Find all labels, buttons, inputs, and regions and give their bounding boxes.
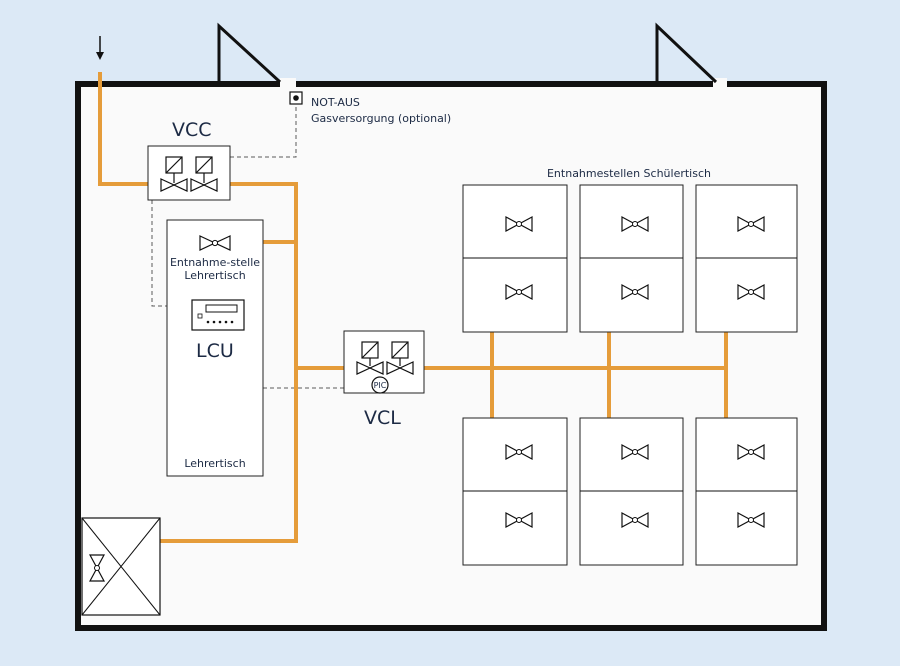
student-outlet-valve-icon: [505, 215, 533, 233]
vcl-solenoid-valves: [356, 341, 414, 394]
gas-cabinet-icon: [81, 517, 161, 616]
student-outlet-valve-icon: [505, 443, 533, 461]
vcc-label: VCC: [172, 119, 212, 141]
student-outlet-valve-icon: [621, 215, 649, 233]
teacher-outlet-valve-icon: [199, 235, 231, 251]
supply-arrow-icon: [96, 36, 104, 60]
vcc-solenoid-valves: [160, 156, 218, 192]
vcl-label: VCL: [364, 407, 401, 429]
student-outlet-valve-icon: [505, 511, 533, 529]
student-outlet-valve-icon: [737, 511, 765, 529]
cabinet-valve-icon: [88, 554, 106, 582]
student-outlet-valve-icon: [737, 443, 765, 461]
emergency-stop-label: NOT-AUS: [311, 96, 360, 109]
lcu-label: LCU: [196, 340, 234, 362]
room-door-gap: [280, 78, 296, 90]
teacher-outlet-label-1: Entnahme-stelle: [170, 256, 260, 269]
student-outlets-label: Entnahmestellen Schülertisch: [547, 167, 711, 180]
student-outlet-valve-icon: [621, 443, 649, 461]
student-outlet-valve-icon: [737, 283, 765, 301]
student-tables-bottom: [462, 417, 798, 566]
student-outlet-valve-icon: [621, 511, 649, 529]
pic-label: PIC: [374, 381, 387, 390]
door-swing-left: [217, 22, 282, 84]
emergency-stop-button-icon: [289, 91, 303, 105]
student-outlet-valve-icon: [505, 283, 533, 301]
teacher-table: [166, 219, 264, 477]
teacher-table-label: Lehrertisch: [184, 457, 245, 470]
gas-supply-label: Gasversorgung (optional): [311, 112, 451, 125]
student-outlet-valve-icon: [621, 283, 649, 301]
student-outlet-valve-icon: [737, 215, 765, 233]
teacher-outlet-label-2: Lehrertisch: [184, 269, 245, 282]
door-swing-right: [655, 22, 718, 84]
student-tables-top: [462, 184, 798, 333]
vcc-box: [147, 145, 231, 201]
lcu-control-unit: [191, 299, 245, 331]
